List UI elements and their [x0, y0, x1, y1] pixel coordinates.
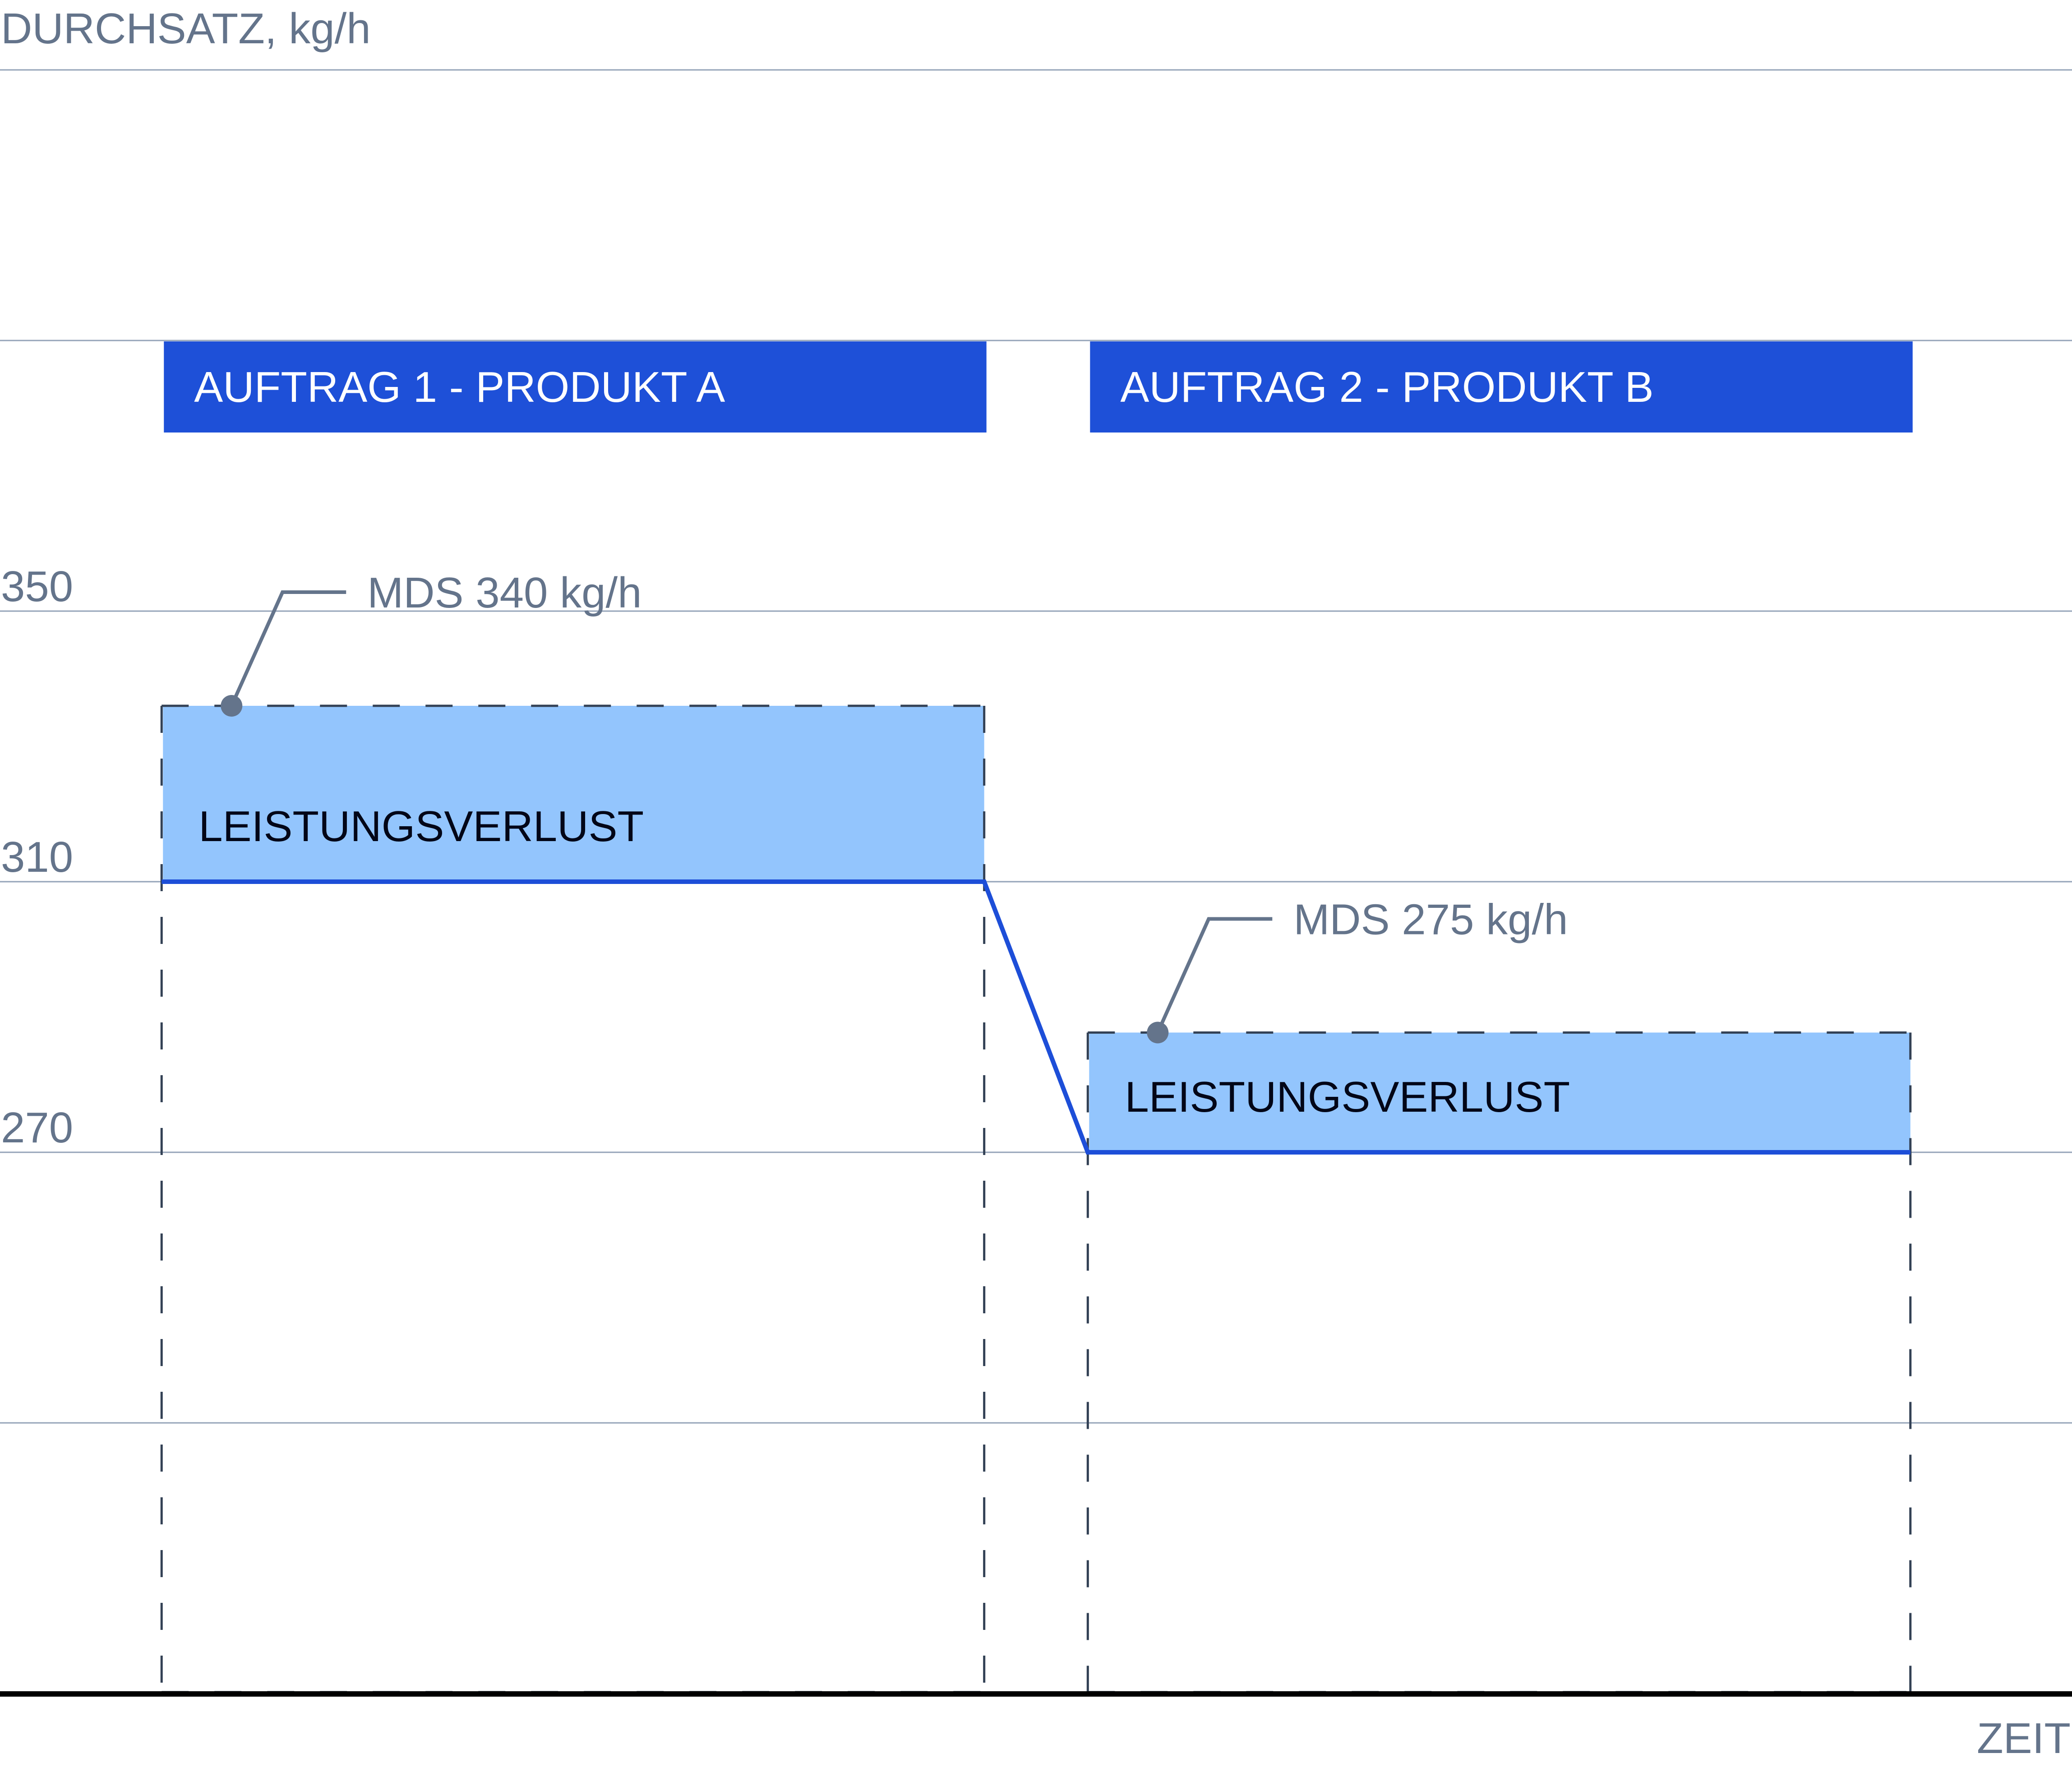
mds-outlines: [160, 704, 1912, 1694]
mds-point: [221, 695, 243, 717]
order-banner: [1090, 341, 1913, 433]
y-tick-label: 310: [1, 833, 73, 881]
order-banner: [164, 341, 987, 433]
y-tick-label: 270: [1, 1104, 73, 1152]
loss-label: LEISTUNGSVERLUST: [1125, 1073, 1570, 1121]
order-banner-label: AUFTRAG 2 - PRODUKT B: [1120, 363, 1653, 411]
y-axis-title: DURCHSATZ, kg/h: [1, 5, 371, 53]
mds-label: MDS 340 kg/h: [367, 569, 641, 617]
annotation-leader: [230, 590, 346, 707]
order-banners: AUFTRAG 1 - PRODUKT A AUFTRAG 2 - PRODUKT…: [164, 341, 1913, 433]
throughput-line: [162, 879, 1910, 1155]
order-banner-label: AUFTRAG 1 - PRODUKT A: [194, 363, 725, 411]
loss-area: [163, 706, 984, 882]
throughput-line-group: [162, 879, 1910, 1155]
y-tick-label: 350: [1, 562, 73, 611]
loss-area: [1089, 1032, 1910, 1152]
y-tick-labels: 350 310 270: [1, 562, 73, 1152]
mds-label: MDS 275 kg/h: [1293, 896, 1568, 944]
x-axis-title: ZEIT: [1977, 1714, 2071, 1762]
loss-areas: LEISTUNGSVERLUST LEISTUNGSVERLUST: [163, 706, 1910, 1152]
annotation-leader: [1156, 917, 1273, 1034]
mds-point: [1147, 1022, 1169, 1044]
loss-label: LEISTUNGSVERLUST: [198, 802, 644, 851]
